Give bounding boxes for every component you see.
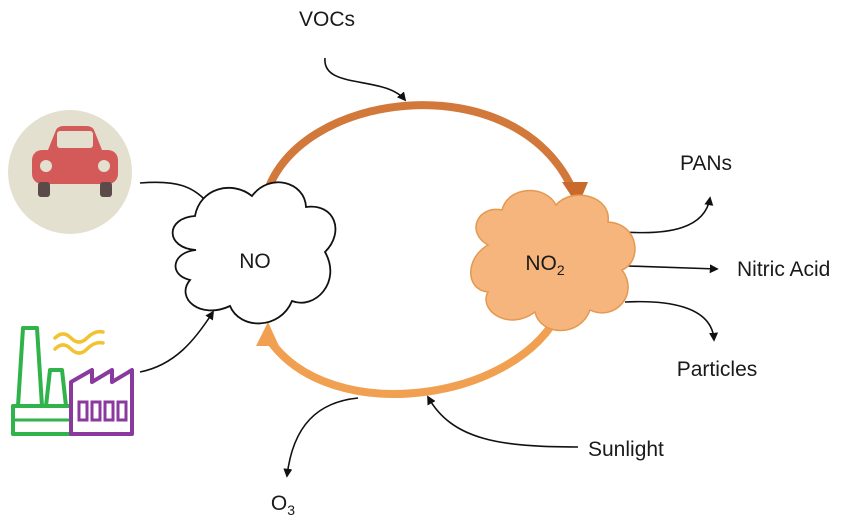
sunlight-label: Sunlight xyxy=(588,438,664,461)
no-cloud: NO xyxy=(171,181,337,325)
lower-arc-arrowhead xyxy=(256,322,279,346)
factory-window-1 xyxy=(77,400,89,422)
no2-cloud-shape xyxy=(470,189,636,332)
no-label: NO xyxy=(239,250,271,273)
no2-to-pans-arrow xyxy=(624,196,714,234)
no2-to-particles-arrow xyxy=(624,300,719,342)
car-headlight-left xyxy=(40,160,52,172)
no2-label: NO2 xyxy=(525,252,565,278)
factory-window-2 xyxy=(90,400,102,422)
car-wheel-right xyxy=(100,182,112,197)
car-body xyxy=(32,150,118,184)
vocs-arrow xyxy=(324,57,407,102)
particles-label: Particles xyxy=(677,358,758,381)
car-window xyxy=(57,131,93,148)
o3-label: O3 xyxy=(271,492,295,518)
car-icon xyxy=(8,110,132,234)
no2-to-nitric-acid-arrow xyxy=(627,264,719,274)
sunlight-arrow xyxy=(427,395,579,448)
factory-window-4 xyxy=(116,400,128,422)
vocs-label: VOCs xyxy=(299,8,355,31)
no-cloud-shape xyxy=(171,181,337,325)
factory-tall-chimney xyxy=(16,326,44,407)
no2-cloud: NO2 xyxy=(470,189,636,332)
pans-label: PANs xyxy=(680,152,732,175)
car-headlight-right xyxy=(98,160,110,172)
nitric-acid-label: Nitric Acid xyxy=(737,258,830,281)
factory-purple-building xyxy=(69,368,134,436)
factory-short-chimney xyxy=(44,368,68,407)
factory-to-no-arrow xyxy=(139,310,214,373)
factory-window-3 xyxy=(103,400,115,422)
upper-cycle-arc xyxy=(261,101,579,204)
o3-arrow xyxy=(283,397,359,478)
factory-icon xyxy=(11,326,134,436)
lower-cycle-arc xyxy=(264,306,564,398)
smoke-icon xyxy=(53,329,105,355)
car-wheel-left xyxy=(38,182,50,197)
upper-arc-arrowhead xyxy=(562,182,588,206)
